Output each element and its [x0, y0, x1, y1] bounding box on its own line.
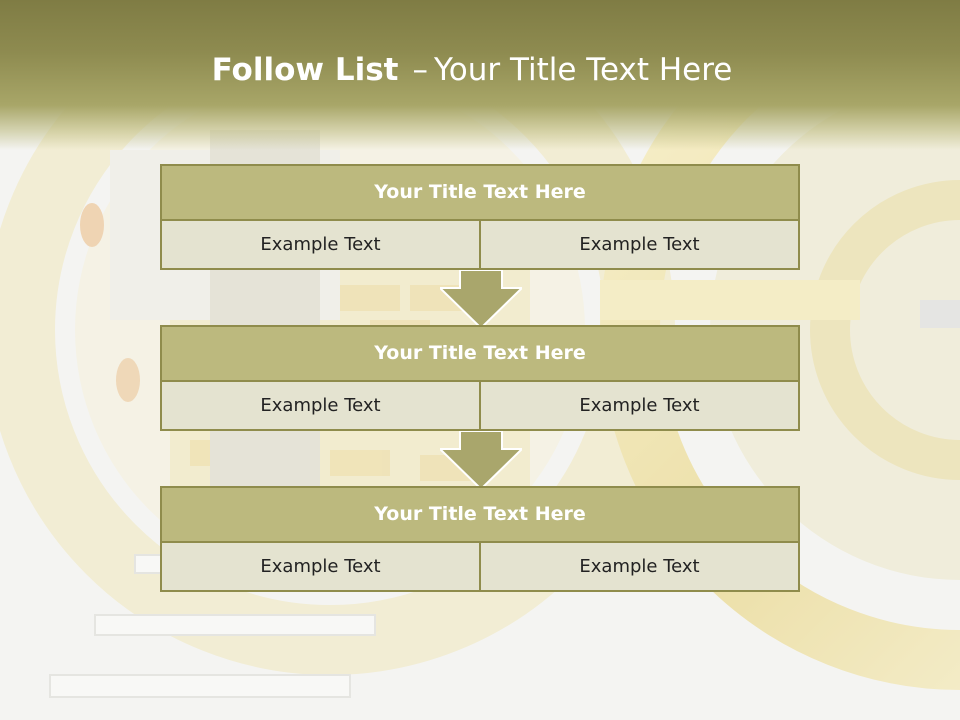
title-band: [0, 0, 960, 150]
list-block-right-cell: Example Text: [481, 543, 798, 590]
list-block-title: Your Title Text Here: [162, 488, 798, 543]
list-block-title: Your Title Text Here: [162, 327, 798, 382]
page-title: Follow List–Your Title Text Here: [0, 52, 944, 88]
list-block-left-cell: Example Text: [162, 382, 479, 429]
list-block-left-cell: Example Text: [162, 221, 479, 268]
title-bold: Follow List: [211, 52, 399, 88]
title-rest: Your Title Text Here: [433, 52, 733, 88]
list-block-2: Your Title Text Here Example Text Exampl…: [160, 325, 800, 431]
down-arrow-icon: [440, 270, 522, 328]
list-block-1: Your Title Text Here Example Text Exampl…: [160, 164, 800, 270]
list-block-right-cell: Example Text: [481, 382, 798, 429]
list-block-title: Your Title Text Here: [162, 166, 798, 221]
title-dash: –: [412, 52, 428, 88]
list-block-3: Your Title Text Here Example Text Exampl…: [160, 486, 800, 592]
list-block-right-cell: Example Text: [481, 221, 798, 268]
down-arrow-icon: [440, 431, 522, 489]
list-block-left-cell: Example Text: [162, 543, 479, 590]
